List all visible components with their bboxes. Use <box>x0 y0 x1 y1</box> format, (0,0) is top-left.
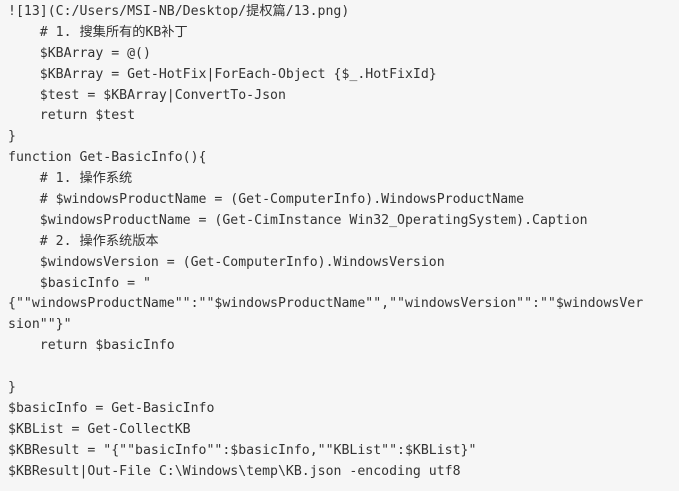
code-line: $KBResult = "{""basicInfo"":$basicInfo,"… <box>8 442 477 458</box>
code-line: $KBList = Get-CollectKB <box>8 421 191 437</box>
code-line: return $test <box>8 108 136 124</box>
code-line: $basicInfo = " <box>8 275 151 291</box>
code-line: } <box>8 380 16 396</box>
code-line: return $basicInfo <box>8 338 175 354</box>
code-line-image-link: ![13](C:/Users/MSI-NB/Desktop/提权篇/13.png… <box>8 4 350 19</box>
code-line: $KBArray = Get-HotFix|ForEach-Object {$_… <box>8 66 437 82</box>
code-line: sion""}" <box>8 317 72 333</box>
code-line: $basicInfo = Get-BasicInfo <box>8 400 215 416</box>
code-line-comment-os: # 1. 操作系统 <box>8 171 133 187</box>
code-line: $KBArray = @() <box>8 45 151 61</box>
code-line: } <box>8 129 16 145</box>
code-line-comment: # $windowsProductName = (Get-ComputerInf… <box>8 192 525 208</box>
code-line: $windowsProductName = (Get-CimInstance W… <box>8 212 588 228</box>
code-line: $KBResult|Out-File C:\Windows\temp\KB.js… <box>8 463 461 479</box>
code-line: $test = $KBArray|ConvertTo-Json <box>8 87 286 103</box>
code-line: {""windowsProductName"":""$windowsProduc… <box>8 296 644 312</box>
code-line-blank <box>8 357 673 378</box>
code-line-comment-os-version: # 2. 操作系统版本 <box>8 233 159 249</box>
code-line-comment-collect-kb: # 1. 搜集所有的KB补丁 <box>8 24 188 40</box>
code-line: $windowsVersion = (Get-ComputerInfo).Win… <box>8 254 445 270</box>
code-line-function-declaration: function Get-BasicInfo(){ <box>8 150 207 166</box>
